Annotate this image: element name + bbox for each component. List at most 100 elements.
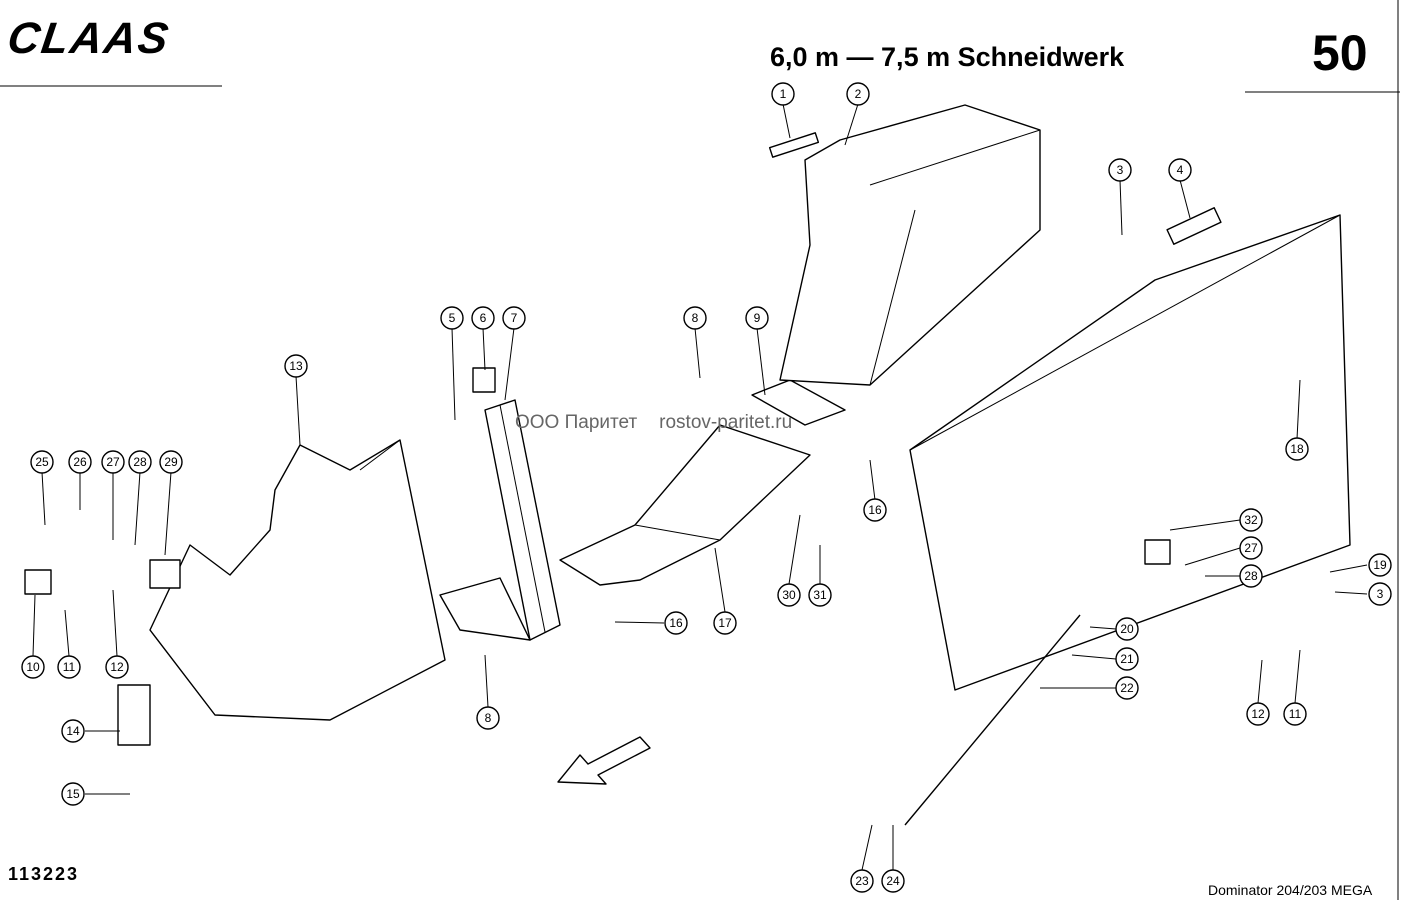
callout-label: 27 <box>1244 541 1258 555</box>
callout-label: 17 <box>718 616 732 630</box>
callout-32: 32 <box>1239 508 1263 532</box>
callout-label: 3 <box>1377 587 1384 601</box>
callout-label: 8 <box>692 311 699 325</box>
callout-22: 22 <box>1115 676 1139 700</box>
callout-5: 5 <box>440 306 464 330</box>
callout-3b: 3 <box>1368 582 1392 606</box>
callout-29: 29 <box>159 450 183 474</box>
callout-label: 3 <box>1117 163 1124 177</box>
side-panel-13 <box>149 439 446 721</box>
callout-label: 14 <box>66 724 80 738</box>
callout-8b: 8 <box>476 706 500 730</box>
callout-label: 27 <box>106 455 120 469</box>
callout-28b: 28 <box>1239 564 1263 588</box>
callout-19: 19 <box>1368 553 1392 577</box>
callout-label: 12 <box>1251 707 1265 721</box>
callout-label: 13 <box>289 359 303 373</box>
callout-4: 4 <box>1168 158 1192 182</box>
callout-27b: 27 <box>1239 536 1263 560</box>
callout-label: 11 <box>1289 707 1302 721</box>
callout-14: 14 <box>61 719 85 743</box>
plate-10 <box>24 569 52 595</box>
callout-label: 9 <box>754 311 761 325</box>
bracket-9 <box>751 379 846 426</box>
page-title: 6,0 m — 7,5 m Schneidwerk <box>770 42 1125 72</box>
top-cover-2 <box>779 104 1041 386</box>
callout-20: 20 <box>1115 617 1139 641</box>
callout-31: 31 <box>808 583 832 607</box>
floor-plate-17 <box>559 424 811 586</box>
callout-3: 3 <box>1108 158 1132 182</box>
callout-label: 24 <box>886 874 900 888</box>
callout-label: 4 <box>1177 163 1184 177</box>
callout-16b: 16 <box>664 611 688 635</box>
brand-logo: CLAAS <box>4 14 174 63</box>
callout-label: 1 <box>780 87 787 101</box>
callout-6: 6 <box>471 306 495 330</box>
callout-label: 7 <box>511 311 518 325</box>
callout-label: 32 <box>1244 513 1258 527</box>
callout-27: 27 <box>101 450 125 474</box>
callout-label: 2 <box>855 87 862 101</box>
plate-32 <box>1144 539 1171 565</box>
long-side-wall-18 <box>909 214 1351 691</box>
callout-label: 6 <box>480 311 487 325</box>
callout-21: 21 <box>1115 647 1139 671</box>
callout-label: 23 <box>855 874 869 888</box>
callout-label: 29 <box>164 455 178 469</box>
watermark-right: rostov-paritet.ru <box>659 412 793 433</box>
callout-label: 25 <box>35 455 49 469</box>
callout-label: 18 <box>1290 442 1304 456</box>
callout-12: 12 <box>105 655 129 679</box>
callout-label: 8 <box>485 711 492 725</box>
callout-7: 7 <box>502 306 526 330</box>
callout-label: 28 <box>1244 569 1258 583</box>
callout-label: 11 <box>63 660 76 674</box>
callout-bubbles: 1 2 3 4 5 6 7 8 9 3 13 25 26 27 28 29 16… <box>21 82 1392 893</box>
callout-label: 28 <box>133 455 147 469</box>
bracket-29 <box>149 559 181 589</box>
small-parts <box>24 132 1222 746</box>
callout-11b: 11 <box>1283 702 1307 726</box>
callout-24: 24 <box>881 869 905 893</box>
callout-label: 16 <box>868 503 882 517</box>
drawing-number: 113223 <box>8 864 80 884</box>
callout-9: 9 <box>745 306 769 330</box>
callout-label: 19 <box>1373 558 1387 572</box>
callout-25: 25 <box>30 450 54 474</box>
callout-label: 15 <box>66 787 80 801</box>
page-number: 50 <box>1312 25 1368 81</box>
callout-label: 21 <box>1120 652 1134 666</box>
callout-label: 12 <box>110 660 124 674</box>
callout-label: 20 <box>1120 622 1134 636</box>
callout-label: 5 <box>449 311 456 325</box>
direction-arrow <box>557 736 651 785</box>
plate-14 <box>117 684 151 746</box>
leader-lines <box>32 103 1368 871</box>
callout-label: 22 <box>1120 681 1134 695</box>
callout-2: 2 <box>846 82 870 106</box>
callout-label: 30 <box>782 588 796 602</box>
model-label: Dominator 204/203 MEGA <box>1208 882 1373 898</box>
callout-15: 15 <box>61 782 85 806</box>
rod-22 <box>904 614 1081 826</box>
upright-post-7 <box>439 399 561 641</box>
callout-28: 28 <box>128 450 152 474</box>
callout-10: 10 <box>21 655 45 679</box>
callout-11: 11 <box>57 655 81 679</box>
strip-1 <box>768 132 820 158</box>
callout-1: 1 <box>771 82 795 106</box>
hinge-4 <box>1166 207 1222 245</box>
callout-13: 13 <box>284 354 308 378</box>
callout-label: 10 <box>26 660 40 674</box>
callout-30: 30 <box>777 583 801 607</box>
callout-8: 8 <box>683 306 707 330</box>
callout-26: 26 <box>68 450 92 474</box>
callout-label: 16 <box>669 616 683 630</box>
callout-18: 18 <box>1285 437 1309 461</box>
callout-17: 17 <box>713 611 737 635</box>
callout-23: 23 <box>850 869 874 893</box>
